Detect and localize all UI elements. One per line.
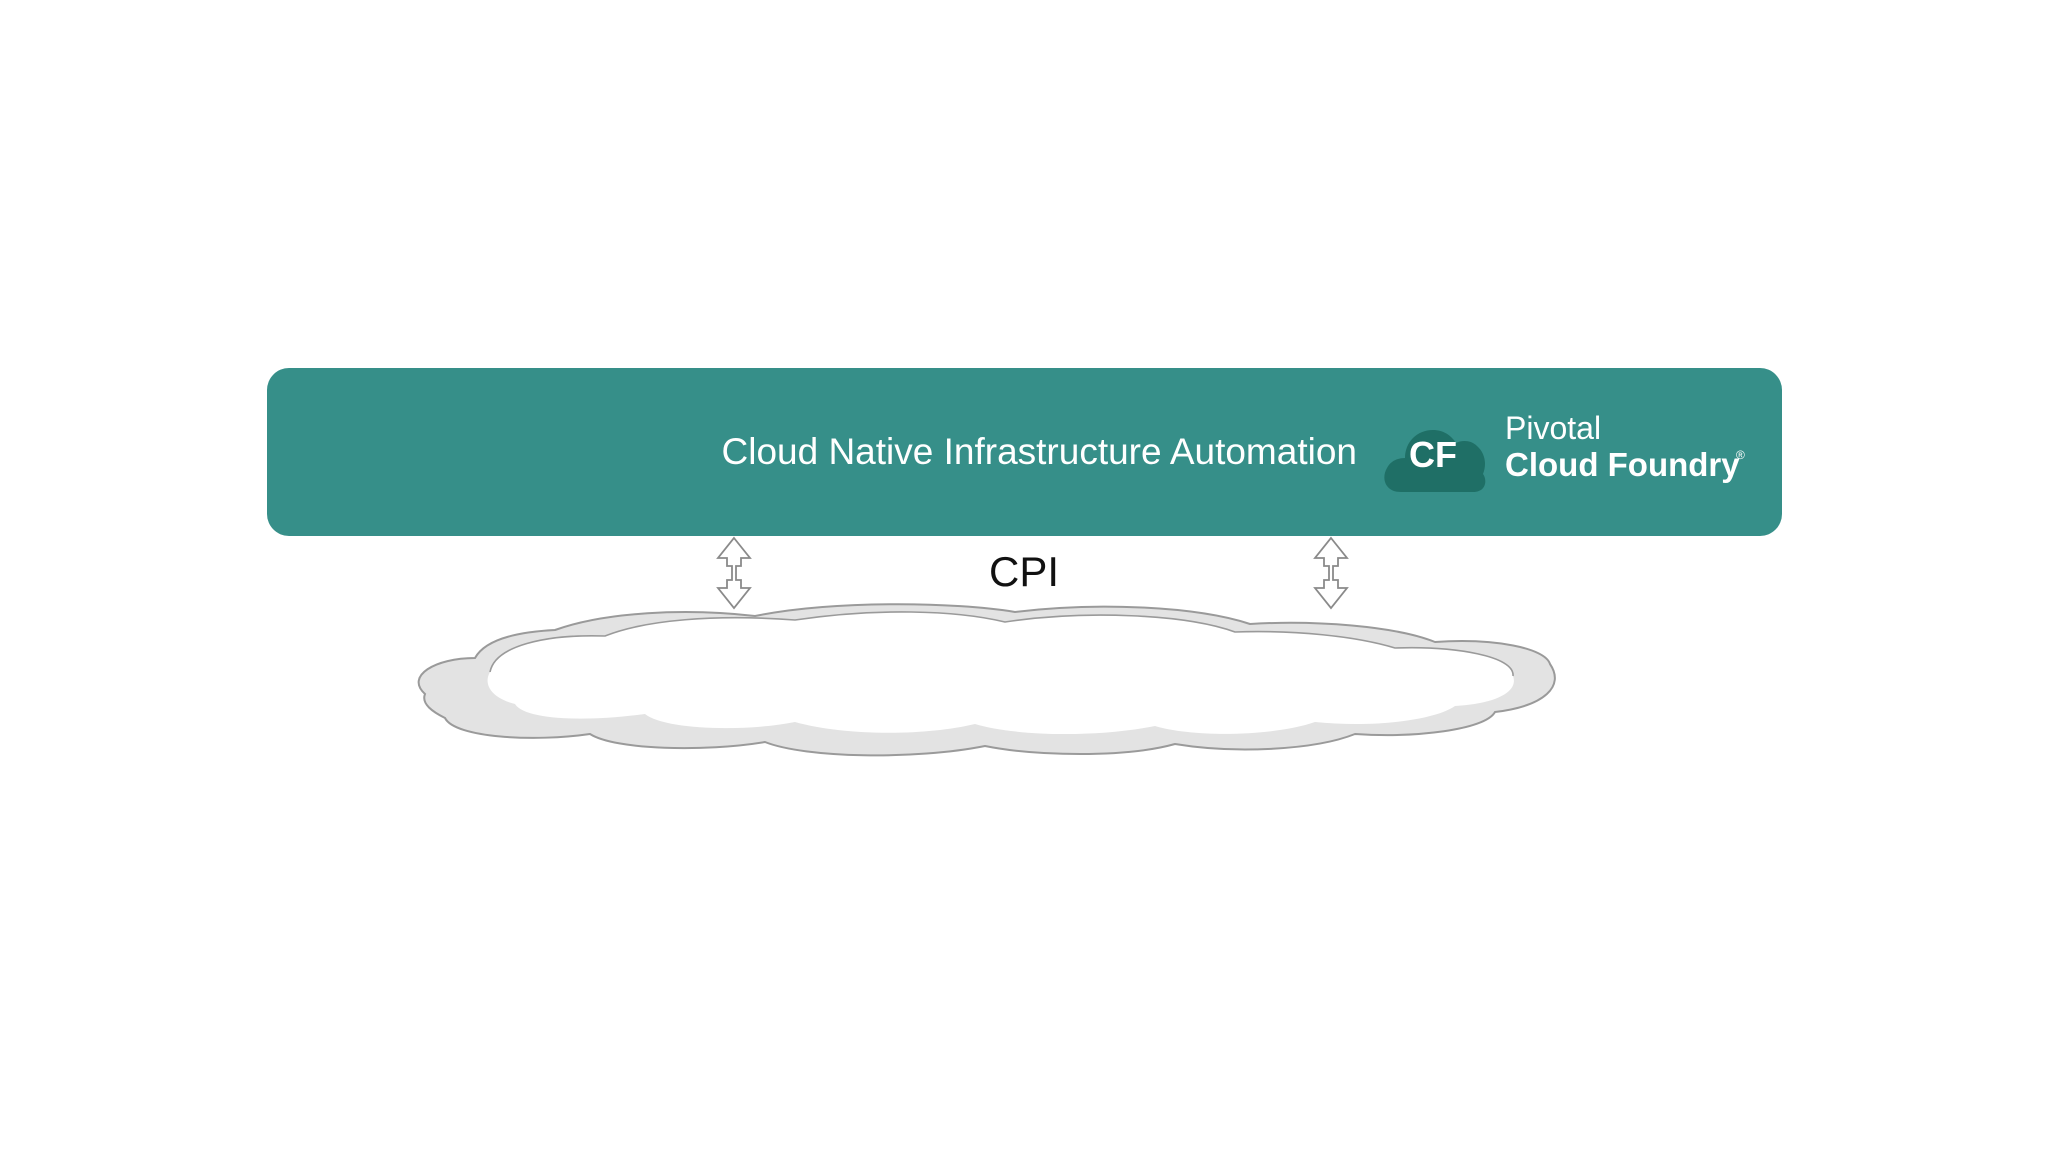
brand-name-cloud-foundry: Cloud Foundry [1505, 446, 1740, 483]
cloud-highlight [487, 611, 1514, 735]
infrastructure-automation-banner: Cloud Native Infrastructure Automation C… [267, 368, 1782, 536]
double-headed-arrow-icon [1313, 536, 1349, 610]
banner-title: Cloud Native Infrastructure Automation [721, 431, 1358, 472]
cf-cloud-icon [1384, 430, 1486, 492]
cf-logo-mark: CF [1409, 434, 1457, 475]
cloud-top-edge [489, 611, 1514, 677]
registered-mark: ® [1736, 448, 1745, 462]
double-headed-arrow-icon [716, 536, 752, 610]
pivotal-cloud-foundry-logo: CF Pivotal Cloud Foundry ® [1379, 406, 1759, 496]
cloud-icon [417, 603, 1556, 757]
cpi-label: CPI [988, 548, 1059, 595]
brand-name-pivotal: Pivotal [1505, 410, 1602, 446]
